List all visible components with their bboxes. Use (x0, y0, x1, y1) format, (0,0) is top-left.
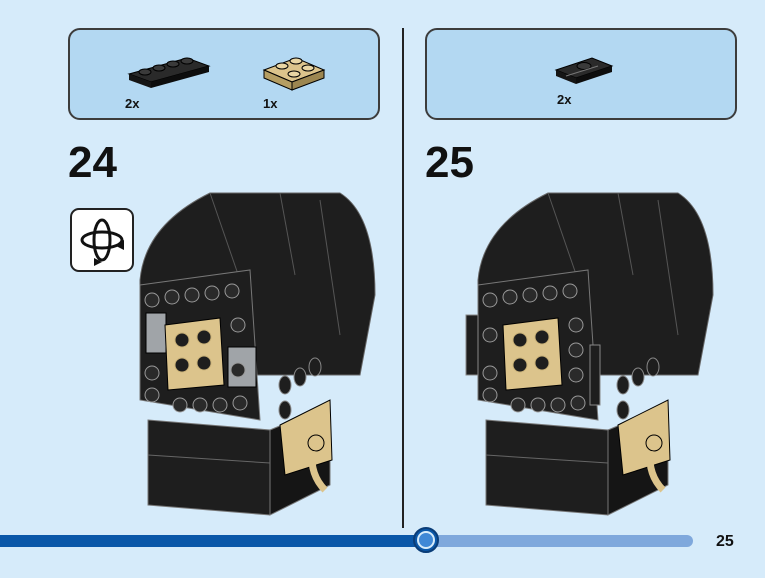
step-number-25: 25 (425, 138, 474, 188)
brickheadz-model-step-25 (458, 185, 728, 525)
part-qty: 1x (263, 96, 277, 111)
part-qty: 2x (125, 96, 139, 111)
brickheadz-model-step-24 (120, 185, 390, 525)
tan-plate-2x2-icon (260, 48, 330, 94)
progress-bar (0, 535, 693, 547)
part-qty: 2x (557, 92, 571, 107)
progress-fill (0, 535, 416, 547)
parts-callout-step-24: 2x 1x (68, 28, 380, 120)
step-number-24: 24 (68, 138, 117, 188)
progress-marker-icon (413, 527, 439, 553)
page-number: 25 (716, 533, 734, 551)
parts-callout-step-25: 2x (425, 28, 737, 120)
black-plate-1x4-icon (125, 50, 215, 90)
black-jumper-plate-icon (552, 50, 616, 88)
step-divider (402, 28, 404, 528)
